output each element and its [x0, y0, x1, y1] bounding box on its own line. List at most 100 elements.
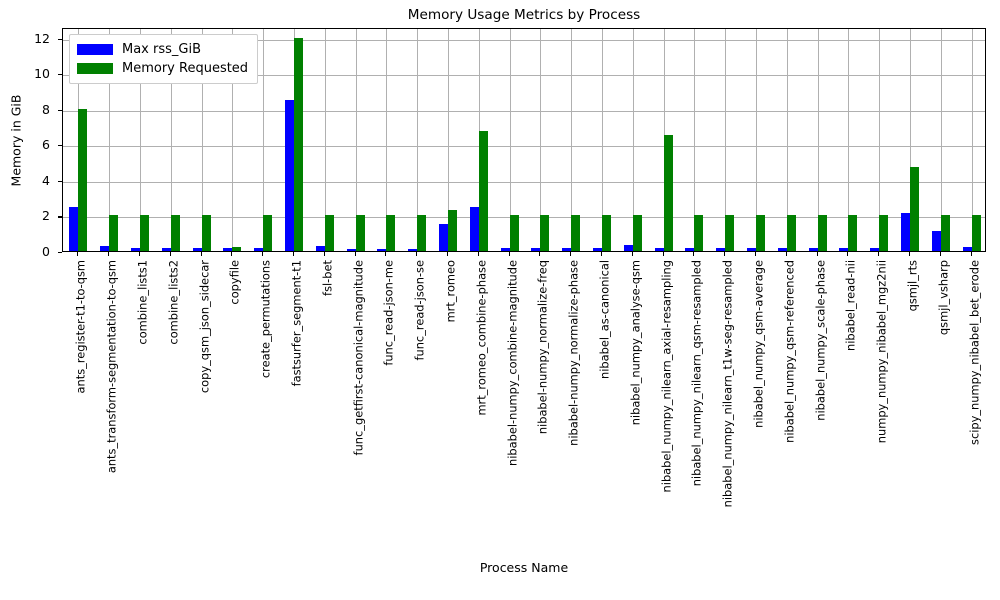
gridline-vertical [232, 29, 234, 251]
x-tick-mark [231, 252, 233, 256]
x-tick-label: nibabel-numpy_normalize-freq [536, 86, 554, 434]
x-tick-label-text: combine_lists1 [135, 260, 150, 345]
bar [294, 37, 303, 251]
bar [448, 210, 457, 251]
gridline-vertical [448, 29, 449, 251]
x-tick-label-text: nibabel_numpy_nilearn_axial-resampling [658, 260, 673, 493]
bar [408, 248, 418, 251]
gridline-vertical [602, 29, 603, 251]
bar [901, 212, 910, 251]
bar [623, 245, 633, 251]
bar [593, 247, 602, 251]
x-tick-label-text: ants_transform-segmentation-to-qsm [104, 260, 119, 474]
x-tick-label-text: mrt_romeo_combine-phase [474, 260, 489, 416]
x-tick-label-text: func_getfirst-canonical-magnitude [350, 260, 365, 456]
legend-label: Memory Requested [122, 61, 249, 76]
gridline-horizontal [63, 217, 985, 219]
x-tick-mark [77, 252, 79, 256]
x-tick-mark [878, 252, 880, 256]
gridline-vertical [848, 29, 850, 251]
bar [324, 215, 334, 251]
x-tick-label-text: ants_register-t1-to-qsm [73, 260, 88, 394]
x-tick-mark [785, 252, 787, 256]
bar [685, 247, 695, 251]
bar [140, 215, 149, 251]
x-tick-mark [570, 252, 572, 256]
bar [254, 247, 264, 251]
y-tick-label: 6 [42, 137, 50, 153]
x-tick-label: nibabel_numpy_qsm-average [751, 92, 770, 428]
bar [192, 247, 202, 251]
x-tick-label: combine_lists1 [135, 175, 154, 345]
gridline-horizontal [63, 110, 985, 112]
x-tick-label-text: fastsurfer_segment-t1 [289, 260, 304, 387]
plot-area [62, 28, 986, 252]
gridline-vertical [109, 29, 111, 251]
x-tick-label-text: copy_qsm_json_sidecar [196, 260, 211, 394]
x-tick-label-text: combine_lists2 [166, 260, 181, 345]
gridline-vertical [879, 29, 881, 251]
x-tick-label: nibabel_numpy_qsm-referenced [782, 77, 801, 443]
y-tick-mark [58, 74, 62, 76]
bar [817, 215, 827, 251]
x-tick-label: qsmjl_rts [905, 209, 924, 311]
x-tick-label: copy_qsm_json_sidecar [197, 127, 216, 393]
x-tick-label: func_getfirst-canonical-magnitude [351, 65, 370, 455]
bar [355, 215, 365, 251]
bar [223, 247, 233, 251]
x-tick-label: fastsurfer_segment-t1 [289, 134, 308, 386]
bar [285, 99, 294, 251]
bar [69, 207, 79, 251]
bar [654, 247, 664, 251]
gridline-vertical [817, 29, 819, 251]
bar [848, 215, 858, 251]
bar [109, 215, 119, 251]
gridline-horizontal [63, 146, 985, 148]
x-tick-label: fsl-bet [320, 224, 339, 296]
gridline-vertical [940, 29, 942, 251]
x-tick-label: create_permutations [258, 142, 277, 378]
x-tick-label: scipy_numpy_nibabel_bet_erode [967, 75, 986, 445]
x-tick-label-text: nibabel_as-canonical [597, 260, 612, 379]
gridline-vertical [786, 29, 788, 251]
bar [78, 108, 88, 251]
x-tick-mark [262, 252, 264, 256]
bar [263, 215, 273, 251]
x-tick-mark [693, 252, 695, 256]
bar [756, 215, 765, 251]
plot-inner [63, 29, 985, 251]
x-tick-mark [631, 252, 633, 256]
gridline-vertical [971, 29, 973, 251]
y-tick-mark [58, 109, 62, 111]
gridline-vertical [170, 29, 172, 251]
gridline-vertical [694, 29, 696, 251]
bar [562, 248, 572, 251]
x-tick-label: nibabel-numpy_combine-magnitude [505, 54, 524, 466]
bar [439, 224, 448, 251]
bar [716, 247, 726, 251]
bar [747, 247, 756, 251]
x-tick-label-text: nibabel_numpy_analyse-qsm [628, 260, 643, 426]
x-tick-label-text: numpy_numpy_nibabel_mgz2nii [874, 260, 889, 444]
legend: Max rss_GiB Memory Requested [69, 34, 259, 84]
gridline-vertical [201, 29, 203, 251]
bar [602, 215, 611, 251]
gridline-vertical [509, 29, 511, 251]
bar [808, 247, 818, 251]
x-tick-label-text: mrt_romeo [443, 260, 458, 323]
x-tick-label: numpy_numpy_nibabel_mgz2nii [874, 77, 893, 443]
gridline-vertical [140, 29, 141, 251]
bar [786, 215, 796, 251]
bar [377, 248, 387, 251]
legend-label: Max rss_GiB [122, 42, 202, 57]
x-tick-label-text: nibabel_numpy_nilearn_t1w-seg-resampled [720, 260, 735, 508]
x-tick-label-text: nibabel_numpy_scale-phase [812, 260, 827, 421]
bar [417, 215, 427, 251]
x-tick-mark [816, 252, 818, 256]
x-tick-label-text: nibabel_numpy_qsm-referenced [782, 260, 797, 443]
legend-swatch-icon [77, 63, 113, 74]
gridline-vertical [324, 29, 326, 251]
gridline-vertical [540, 29, 542, 251]
x-tick-mark [477, 252, 479, 256]
gridline-vertical [910, 29, 911, 251]
